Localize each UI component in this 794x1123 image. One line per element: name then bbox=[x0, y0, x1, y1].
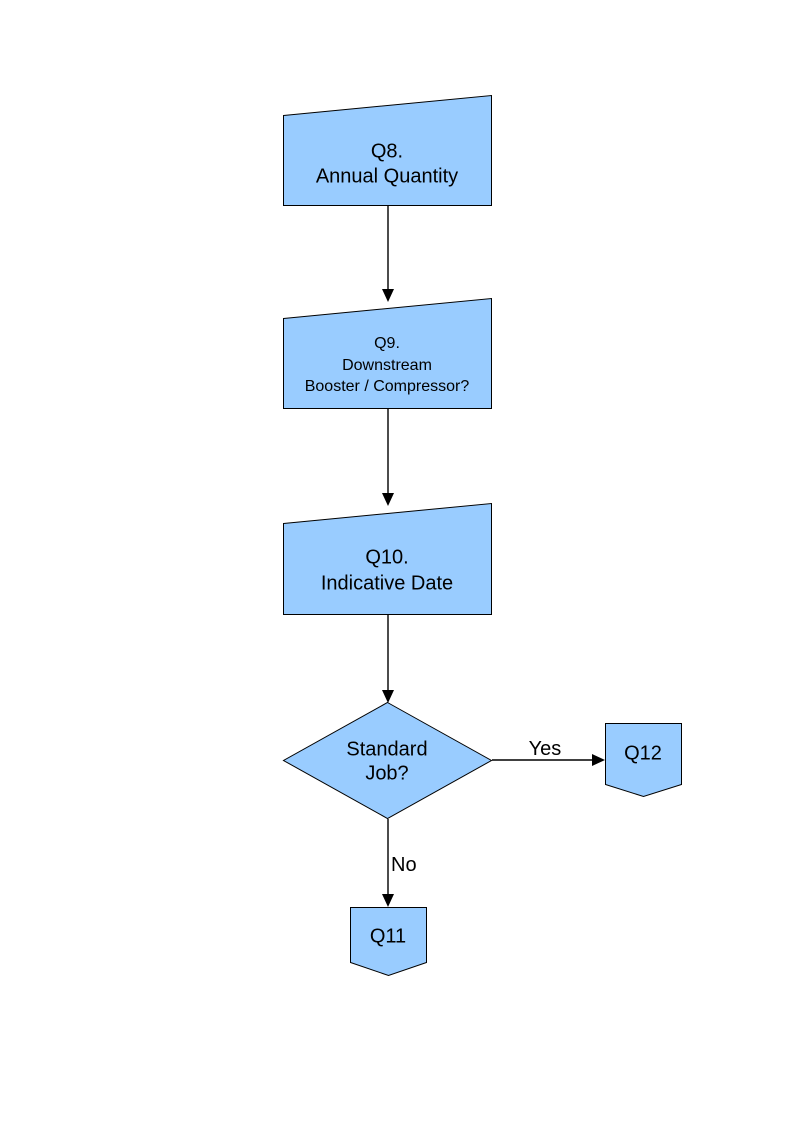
node-q8[interactable]: Q8. Annual Quantity bbox=[283, 94, 492, 206]
edge-q9-to-q10 bbox=[382, 409, 394, 506]
edge-decision-to-q12: Yes bbox=[492, 738, 605, 766]
node-standard-job[interactable]: Standard Job? bbox=[282, 701, 493, 820]
node-q12[interactable]: Q12 bbox=[605, 723, 682, 798]
node-q9-shape[interactable] bbox=[283, 297, 492, 409]
edge-q10-to-decision-arrowhead bbox=[382, 690, 394, 703]
node-q10-line1: Q10. bbox=[365, 546, 408, 568]
edge-decision-to-q11-arrowhead bbox=[382, 894, 394, 907]
node-standard-job-shape[interactable] bbox=[282, 701, 493, 820]
node-q11-shape[interactable] bbox=[350, 907, 427, 977]
edge-decision-to-q11: No bbox=[382, 819, 417, 907]
node-q9-line3: Booster / Compressor? bbox=[305, 378, 470, 395]
node-q11[interactable]: Q11 bbox=[350, 907, 427, 977]
node-q10-shape[interactable] bbox=[283, 502, 492, 615]
edge-q9-to-q10-arrowhead bbox=[382, 493, 394, 506]
node-q9-line1: Q9. bbox=[374, 335, 400, 352]
node-standard-job-line1: Standard bbox=[346, 738, 427, 760]
edge-q8-to-q9-arrowhead bbox=[382, 289, 394, 302]
node-q8-line2: Annual Quantity bbox=[316, 165, 458, 187]
edge-q8-to-q9 bbox=[382, 206, 394, 302]
edge-decision-to-q12-arrowhead bbox=[592, 754, 605, 766]
node-q8-shape[interactable] bbox=[283, 94, 492, 206]
node-q9-line2: Downstream bbox=[342, 357, 432, 374]
edge-label-no: No bbox=[391, 854, 417, 876]
node-q9[interactable]: Q9. Downstream Booster / Compressor? bbox=[283, 297, 492, 409]
node-q12-shape[interactable] bbox=[605, 723, 682, 798]
edge-label-yes: Yes bbox=[529, 738, 562, 760]
node-q12-label: Q12 bbox=[624, 742, 662, 764]
node-q8-line1: Q8. bbox=[371, 140, 403, 162]
edge-q10-to-decision bbox=[382, 615, 394, 703]
node-q10[interactable]: Q10. Indicative Date bbox=[283, 502, 492, 615]
node-q10-line2: Indicative Date bbox=[321, 572, 453, 594]
node-standard-job-line2: Job? bbox=[365, 762, 408, 784]
node-q11-label: Q11 bbox=[370, 925, 406, 947]
